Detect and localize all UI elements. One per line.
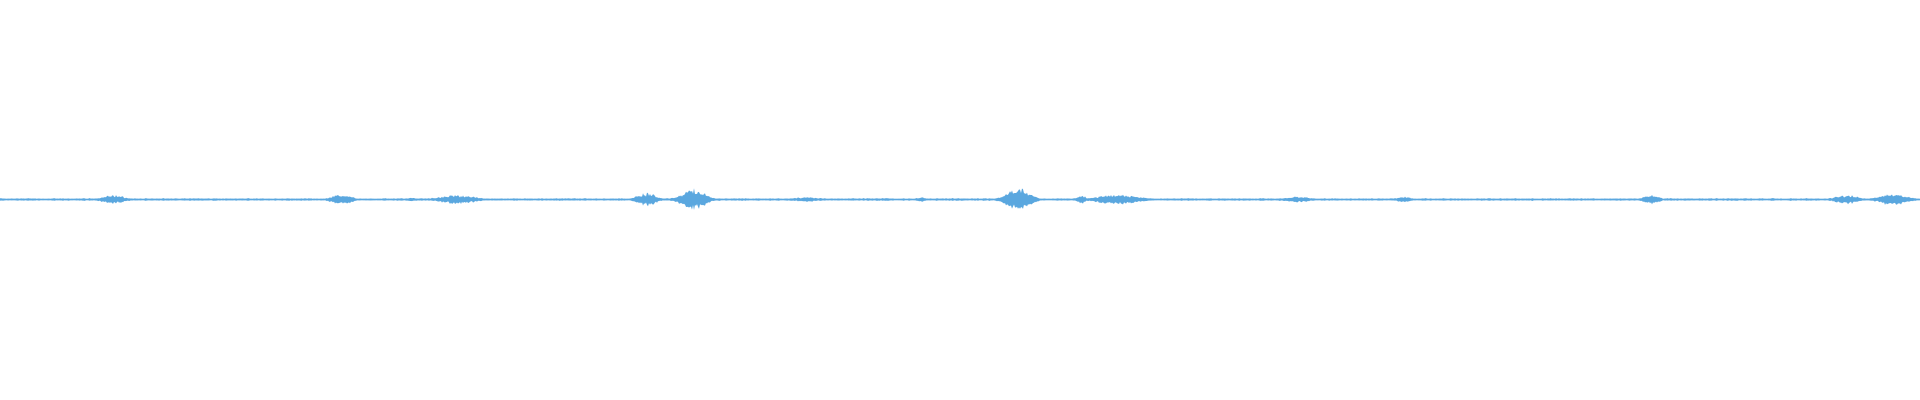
waveform-envelope (0, 188, 1920, 210)
